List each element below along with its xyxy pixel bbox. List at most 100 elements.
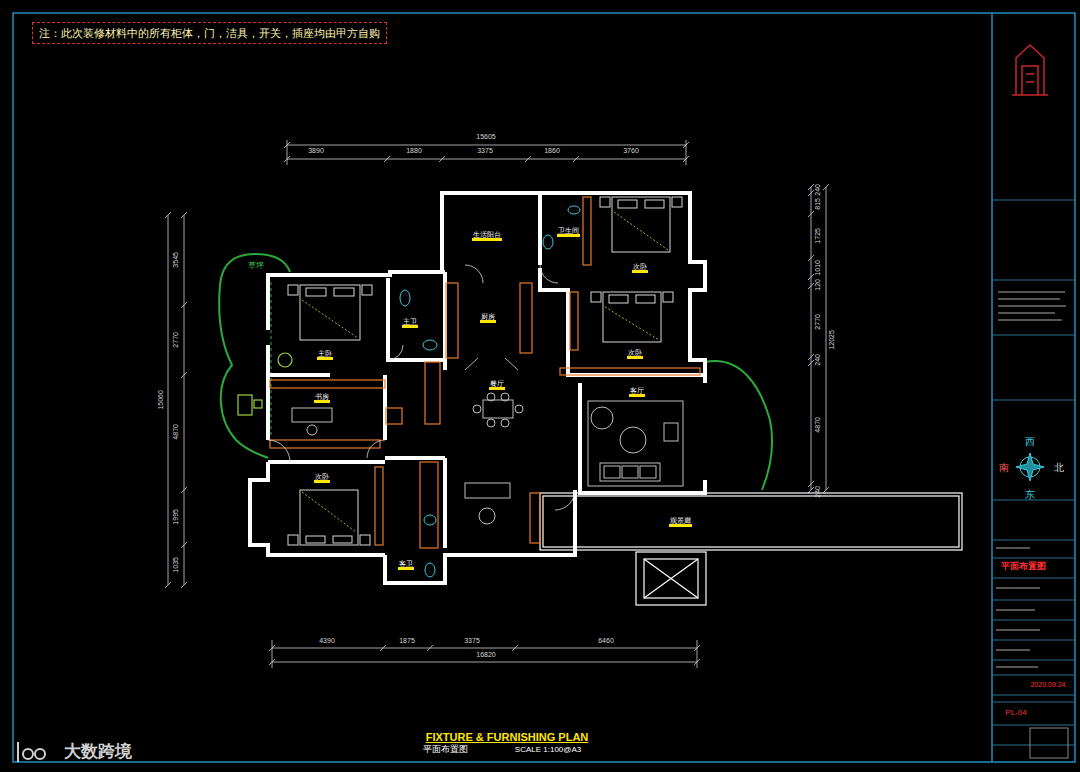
title-block-lines [992, 500, 1075, 501]
title-block-text-lines [996, 629, 1040, 631]
dimension-lines [287, 145, 686, 146]
beds [362, 285, 372, 295]
note-box: 注：此次装修材料中的所有柜体，门，洁具，开关，插座均由甲方自购 [32, 22, 387, 44]
cabinets [270, 197, 700, 548]
cabinets [270, 440, 380, 448]
bed-hatch [302, 492, 356, 532]
title-block-lines [992, 400, 1075, 401]
furniture [501, 419, 509, 427]
furniture [465, 483, 510, 498]
dimension-text: 240 [814, 486, 822, 498]
title-block-lines [992, 200, 1075, 758]
sanitary-fixtures [424, 515, 436, 525]
corridor-and-elevator [644, 559, 698, 598]
room-label: 餐厅 [489, 380, 505, 391]
title-block-text-lines [996, 666, 1038, 668]
dimension-lines [287, 159, 686, 160]
beds [288, 285, 298, 295]
beds [663, 292, 673, 302]
beds [334, 288, 354, 296]
cabinets [386, 408, 402, 424]
room-label: 观景廊 [669, 517, 692, 528]
sheet-title-label: 平面布置图 [1001, 562, 1046, 572]
furniture [487, 419, 495, 427]
walls [443, 458, 447, 548]
furniture [640, 466, 656, 478]
sanitary-fixtures [400, 290, 410, 306]
watermark-label: 大数跨境 [64, 743, 132, 762]
room-label: 生活阳台 [472, 231, 502, 242]
beds [306, 288, 326, 296]
room-label: 客厅 [629, 387, 645, 398]
dimension-text: 1875 [399, 637, 415, 645]
garden-furniture [278, 353, 292, 367]
bed-hatch [302, 212, 668, 532]
beds [306, 536, 325, 543]
compass [1016, 453, 1044, 481]
walls [266, 345, 270, 440]
room-label: 厨房 [480, 313, 496, 324]
room-label: 书房 [314, 393, 330, 404]
walls [540, 268, 705, 375]
note-text: 注：此次装修材料中的所有柜体，门，洁具，开关，插座均由甲方自购 [39, 26, 380, 40]
beds [603, 292, 661, 342]
title-block-text-lines [996, 547, 1030, 549]
compass-label: 南 [999, 462, 1009, 473]
title-block-text-lines [998, 305, 1066, 307]
title-block-lines [992, 675, 1075, 676]
cabinets [520, 283, 532, 353]
compass-label: 东 [1025, 489, 1035, 500]
dimension-lines [165, 140, 829, 668]
dimension-text: 3375 [477, 147, 493, 155]
watermark-logo [18, 742, 45, 762]
cabinets [446, 283, 458, 358]
dimension-lines [168, 215, 169, 585]
dimension-text: 2770 [172, 332, 180, 348]
beds [300, 285, 360, 340]
dimension-lines [287, 140, 288, 165]
dimension-text: 240 [814, 354, 822, 366]
dimension-text: 15605 [476, 133, 495, 141]
title-block-text-lines [998, 298, 1060, 300]
dimension-text: 1010 [814, 260, 822, 276]
walls [250, 462, 385, 555]
watermark-logo [35, 749, 45, 759]
cabinets [530, 493, 540, 543]
beds [618, 200, 637, 208]
dimension-text: 3375 [464, 637, 480, 645]
doors [268, 440, 290, 462]
landscape-outline [705, 361, 772, 490]
cabinets [375, 467, 383, 545]
title-block-lines [992, 578, 1075, 579]
doors [465, 358, 518, 370]
title-block-lines [992, 200, 1075, 201]
title-block-lines [992, 620, 1075, 621]
walls [385, 375, 445, 458]
dimension-text: 815 [814, 198, 822, 210]
furniture [483, 400, 513, 418]
beds [288, 197, 682, 545]
beds [672, 197, 682, 207]
room-label: 主卧 [317, 350, 333, 361]
room-label: 客卫 [398, 560, 414, 571]
plan-title: FIXTURE & FURNISHING PLAN [426, 731, 589, 743]
title-block-text-lines [998, 319, 1062, 321]
cabinets [570, 292, 578, 350]
beds [612, 197, 670, 252]
company-logo [1026, 73, 1034, 75]
room-label: 次卧 [314, 473, 330, 484]
beds [591, 292, 601, 302]
furniture [473, 405, 481, 413]
doors [465, 265, 483, 283]
landscape-outline [271, 282, 272, 438]
title-block-lines [992, 600, 1075, 601]
furniture [487, 393, 495, 401]
cabinets [560, 368, 700, 375]
compass [1016, 453, 1044, 481]
title-block-text-lines [998, 291, 1065, 293]
room-label: 次卧 [632, 263, 648, 274]
dimension-lines [272, 640, 273, 668]
bed-hatch [614, 212, 668, 250]
beds [300, 490, 358, 545]
dimension-text: 1035 [172, 557, 180, 573]
